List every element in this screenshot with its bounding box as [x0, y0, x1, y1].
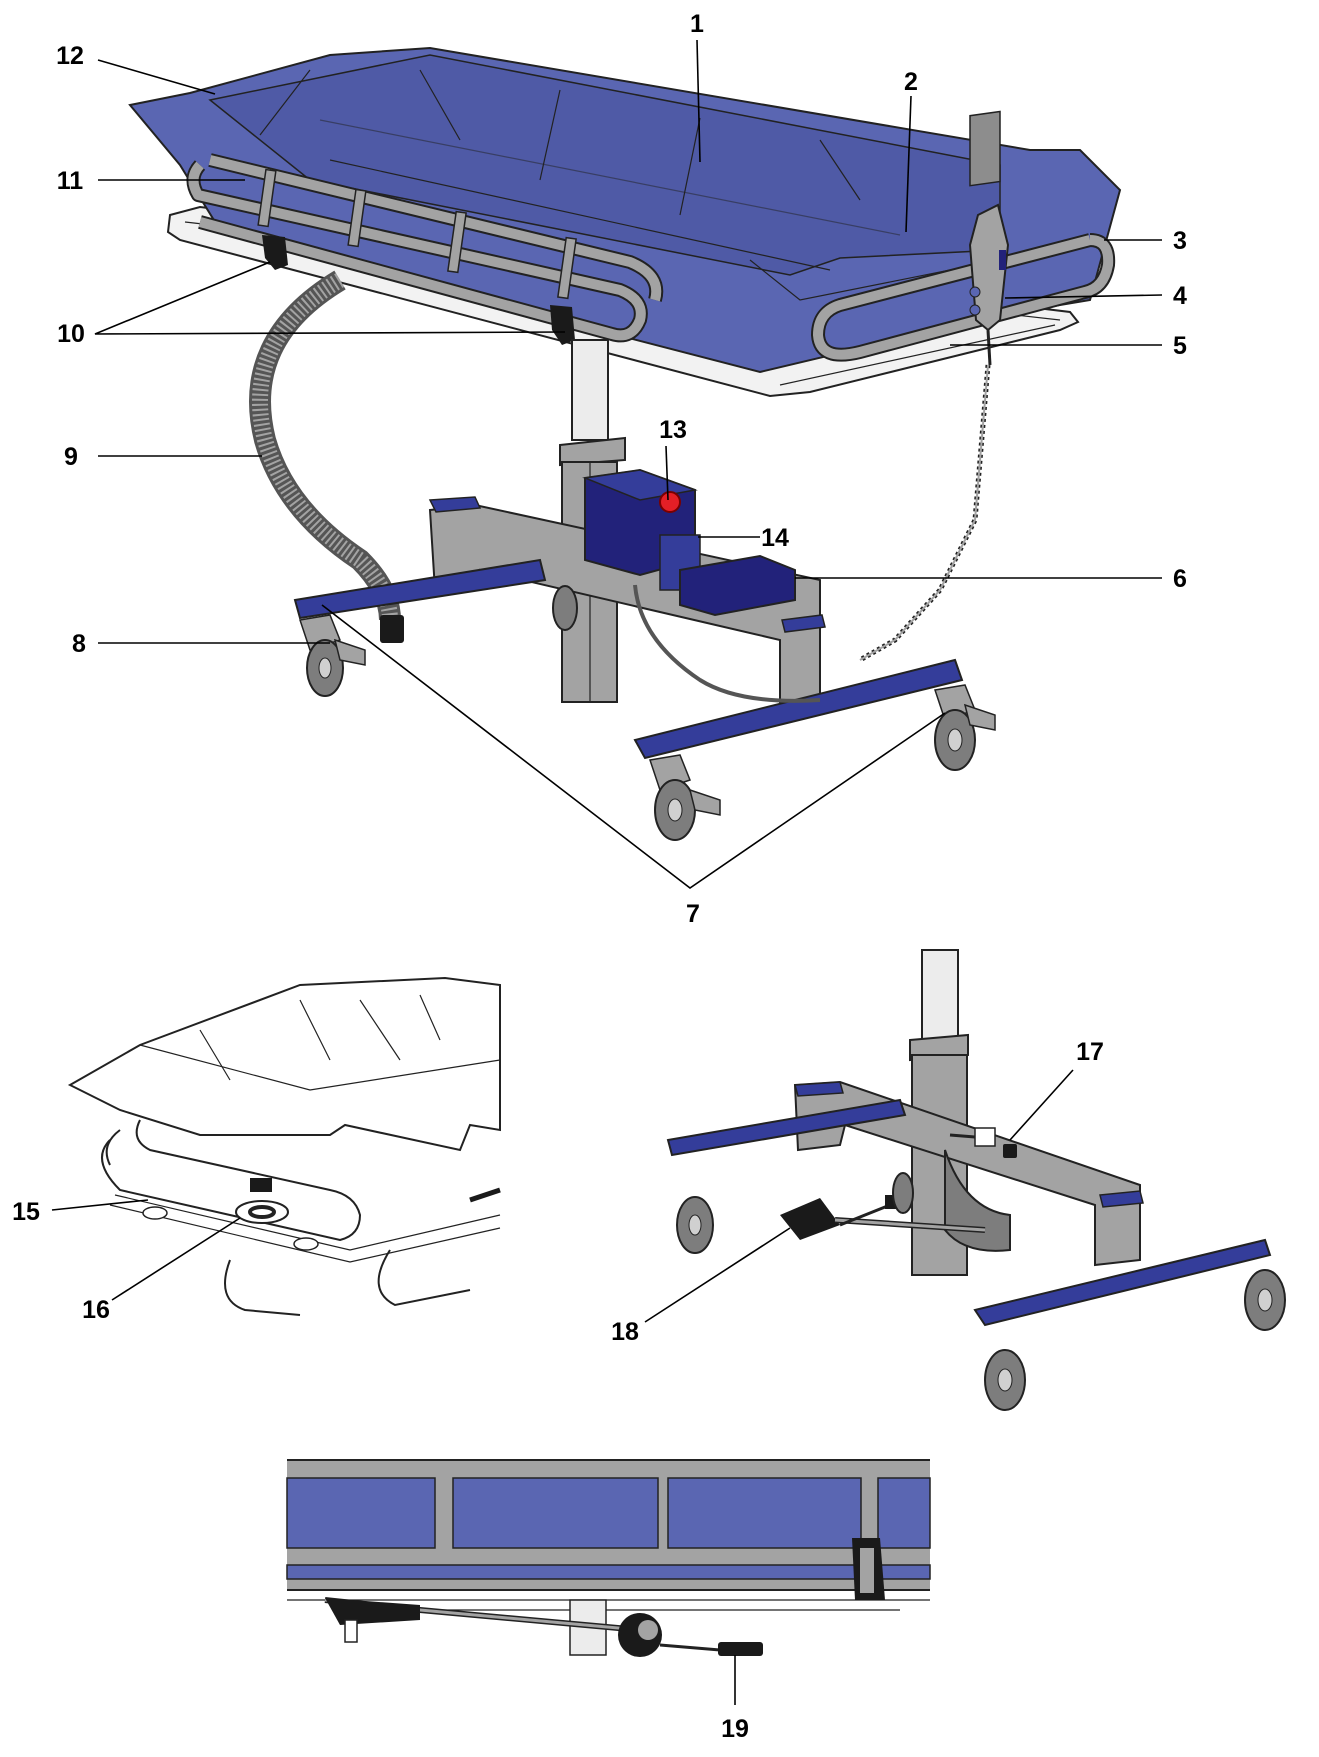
callout-13: 13: [659, 416, 687, 444]
side-rail-head: [810, 233, 1116, 362]
leader-13: [665, 445, 669, 501]
leader-18: [644, 1227, 791, 1323]
hand-control: [858, 110, 1010, 663]
caster-front-right: [552, 585, 578, 631]
callout-19: 19: [721, 1715, 749, 1743]
callout-labels: 1 2 3 4 5 6 7 8 9 10 11 12 13 14 15 16 1…: [12, 10, 1187, 1743]
side-rail-detail-illustration: [286, 1459, 931, 1657]
caster-front-left: [299, 614, 366, 697]
callout-11: 11: [57, 167, 84, 195]
shower-hose: [249, 270, 404, 643]
callout-10: 10: [57, 320, 85, 348]
leader-7: [321, 604, 946, 889]
leader-16: [111, 1217, 241, 1301]
leader-12: [97, 59, 216, 95]
leader-2: [905, 95, 912, 233]
callout-3: 3: [1173, 227, 1187, 255]
leader-17: [1009, 1069, 1074, 1141]
callout-8: 8: [72, 630, 86, 658]
leader-15: [51, 1199, 149, 1211]
casters: [299, 585, 996, 841]
callout-6: 6: [1173, 565, 1187, 593]
callout-12: 12: [56, 42, 84, 70]
leader-4: [1004, 294, 1163, 299]
callout-9: 9: [64, 443, 78, 471]
stretcher-overview-illustration: [128, 46, 1122, 841]
callout-2: 2: [904, 68, 918, 96]
callout-17: 17: [1076, 1038, 1104, 1066]
leader-lines: [51, 39, 1163, 1705]
callout-4: 4: [1173, 282, 1187, 310]
leader-1: [696, 39, 701, 163]
callout-1: 1: [690, 10, 704, 38]
callout-5: 5: [1173, 332, 1187, 360]
callout-16: 16: [82, 1296, 110, 1324]
leader-10: [94, 261, 566, 335]
callout-15: 15: [12, 1198, 40, 1226]
base-frame: [293, 496, 964, 760]
hose-clamps: [262, 235, 575, 345]
base-brake-detail-illustration: [666, 949, 1286, 1411]
callout-18: 18: [611, 1318, 639, 1346]
caster-rear-right: [934, 684, 996, 771]
callout-7: 7: [686, 900, 700, 928]
caster-rear-left: [649, 754, 721, 841]
headrest-detail-illustration: [67, 976, 501, 1316]
detail-casters: [676, 1172, 1286, 1411]
callout-14: 14: [761, 524, 789, 552]
